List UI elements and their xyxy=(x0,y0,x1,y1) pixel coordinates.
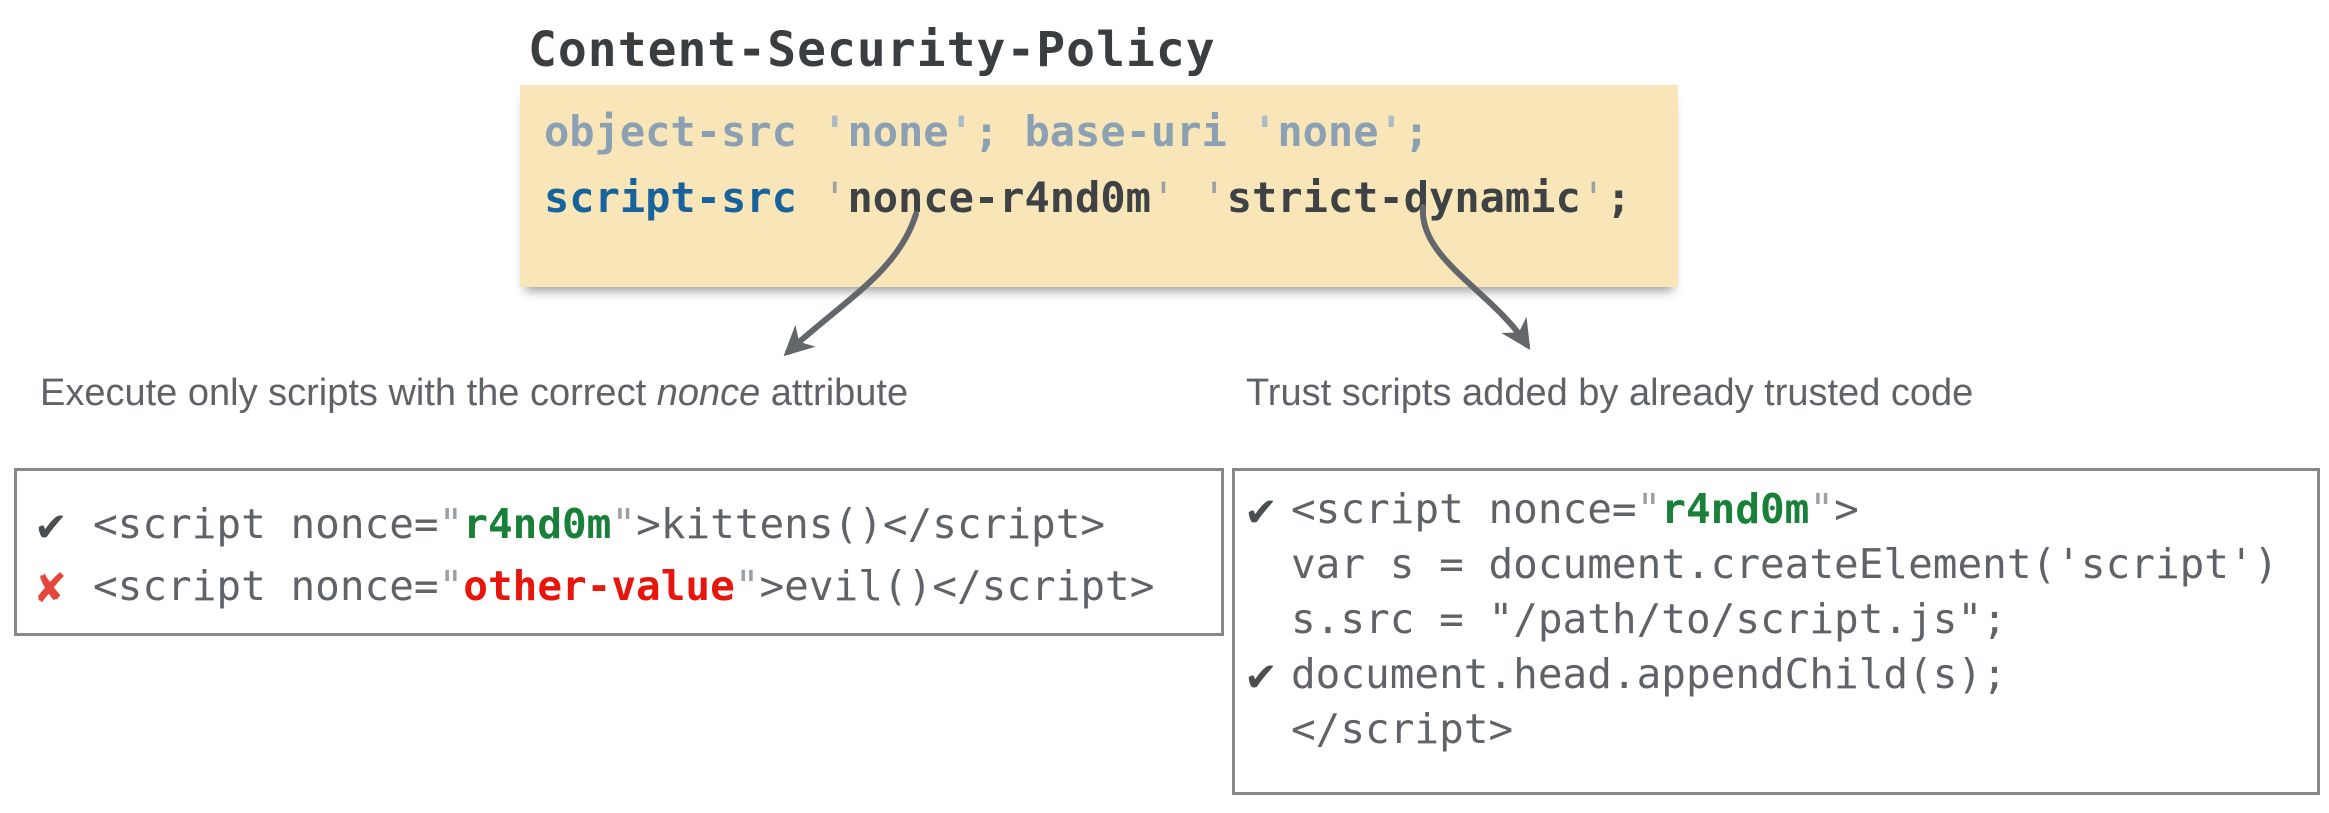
code-segment: other-value xyxy=(463,562,735,610)
code-line: <script nonce="r4nd0m"> xyxy=(1291,485,1859,533)
csp-policy-box: object-src 'none'; base-uri 'none'; scri… xyxy=(520,85,1678,287)
code-line: <script nonce="other-value">evil()</scri… xyxy=(93,562,1154,610)
strict-dynamic-annotation: Trust scripts added by already trusted c… xyxy=(1246,370,1973,416)
policy-line-script-src: script-src 'nonce-r4nd0m' 'strict-dynami… xyxy=(544,165,1654,231)
code-segment: ' xyxy=(948,107,974,156)
code-row: </script> xyxy=(1247,701,2317,756)
code-line: </script> xyxy=(1291,705,1513,753)
code-segment: ' xyxy=(822,107,848,156)
code-segment: " xyxy=(611,500,637,548)
code-segment: script-src xyxy=(544,173,823,222)
code-row: var s = document.createElement('script') xyxy=(1247,536,2317,591)
check-icon: ✔ xyxy=(1247,646,1275,701)
code-segment: " xyxy=(734,562,760,610)
code-segment: <script nonce= xyxy=(1291,484,1637,533)
check-icon: ✔ xyxy=(1247,481,1275,536)
code-segment: " xyxy=(1809,484,1835,533)
code-segment: " xyxy=(438,500,464,548)
code-segment: ; xyxy=(1403,107,1430,156)
code-line: s.src = "/path/to/script.js"; xyxy=(1291,595,2007,643)
code-segment: > xyxy=(1834,484,1859,533)
code-segment: ' xyxy=(822,173,848,222)
code-segment: base-uri xyxy=(1024,107,1253,156)
code-row: ✔<script nonce="r4nd0m"> xyxy=(1247,481,2317,536)
nonce-example-box: ✔<script nonce="r4nd0m">kittens()</scrip… xyxy=(14,468,1224,636)
code-segment: none xyxy=(847,107,949,156)
code-row: s.src = "/path/to/script.js"; xyxy=(1247,591,2317,646)
code-segment: document.head.appendChild(s); xyxy=(1291,649,2007,698)
code-segment: <script nonce= xyxy=(93,562,439,610)
code-segment: ' xyxy=(1378,107,1404,156)
code-segment: s.src = "/path/to/script.js"; xyxy=(1291,594,2007,643)
code-segment: ' xyxy=(1580,173,1607,222)
annotation-text: attribute xyxy=(760,372,909,414)
code-segment: " xyxy=(438,562,464,610)
annotation-text: Execute only scripts with the correct xyxy=(40,372,657,414)
code-segment: <script nonce= xyxy=(93,500,439,548)
check-icon: ✔ xyxy=(37,497,65,551)
cross-icon: ✘ xyxy=(37,559,65,613)
code-segment: " xyxy=(1636,484,1662,533)
code-segment: ; xyxy=(1606,173,1632,222)
code-segment: >kittens()</script> xyxy=(636,500,1106,548)
code-segment: r4nd0m xyxy=(463,500,612,548)
code-segment: none xyxy=(1277,107,1379,156)
code-segment: nonce-r4nd0m xyxy=(847,173,1151,222)
code-segment: >evil()</script> xyxy=(759,562,1155,610)
code-segment: object-src xyxy=(544,107,823,156)
annotation-text: Trust scripts added by already trusted c… xyxy=(1246,372,1974,414)
code-row: ✘<script nonce="other-value">evil()</scr… xyxy=(37,555,1221,617)
policy-line-object-src: object-src 'none'; base-uri 'none'; xyxy=(544,99,1654,165)
code-segment: ' xyxy=(1252,107,1278,156)
code-row: ✔ document.head.appendChild(s); xyxy=(1247,646,2317,701)
code-segment: </script> xyxy=(1291,704,1514,753)
annotation-emphasis: nonce xyxy=(656,372,761,414)
code-line: document.head.appendChild(s); xyxy=(1291,650,2007,698)
code-line: var s = document.createElement('script') xyxy=(1291,540,2278,588)
code-segment: ' ' xyxy=(1150,173,1227,222)
code-line: <script nonce="r4nd0m">kittens()</script… xyxy=(93,500,1105,548)
strict-dynamic-example-box: ✔<script nonce="r4nd0m">var s = document… xyxy=(1232,468,2320,795)
code-segment: var s = document.createElement('script') xyxy=(1291,539,2279,588)
code-segment: r4nd0m xyxy=(1661,484,1810,533)
code-segment: ; xyxy=(973,107,1025,156)
nonce-annotation: Execute only scripts with the correct no… xyxy=(40,370,908,416)
code-segment: strict-dynamic xyxy=(1226,173,1581,222)
page-title: Content-Security-Policy xyxy=(528,22,1216,78)
code-row: ✔<script nonce="r4nd0m">kittens()</scrip… xyxy=(37,493,1221,555)
